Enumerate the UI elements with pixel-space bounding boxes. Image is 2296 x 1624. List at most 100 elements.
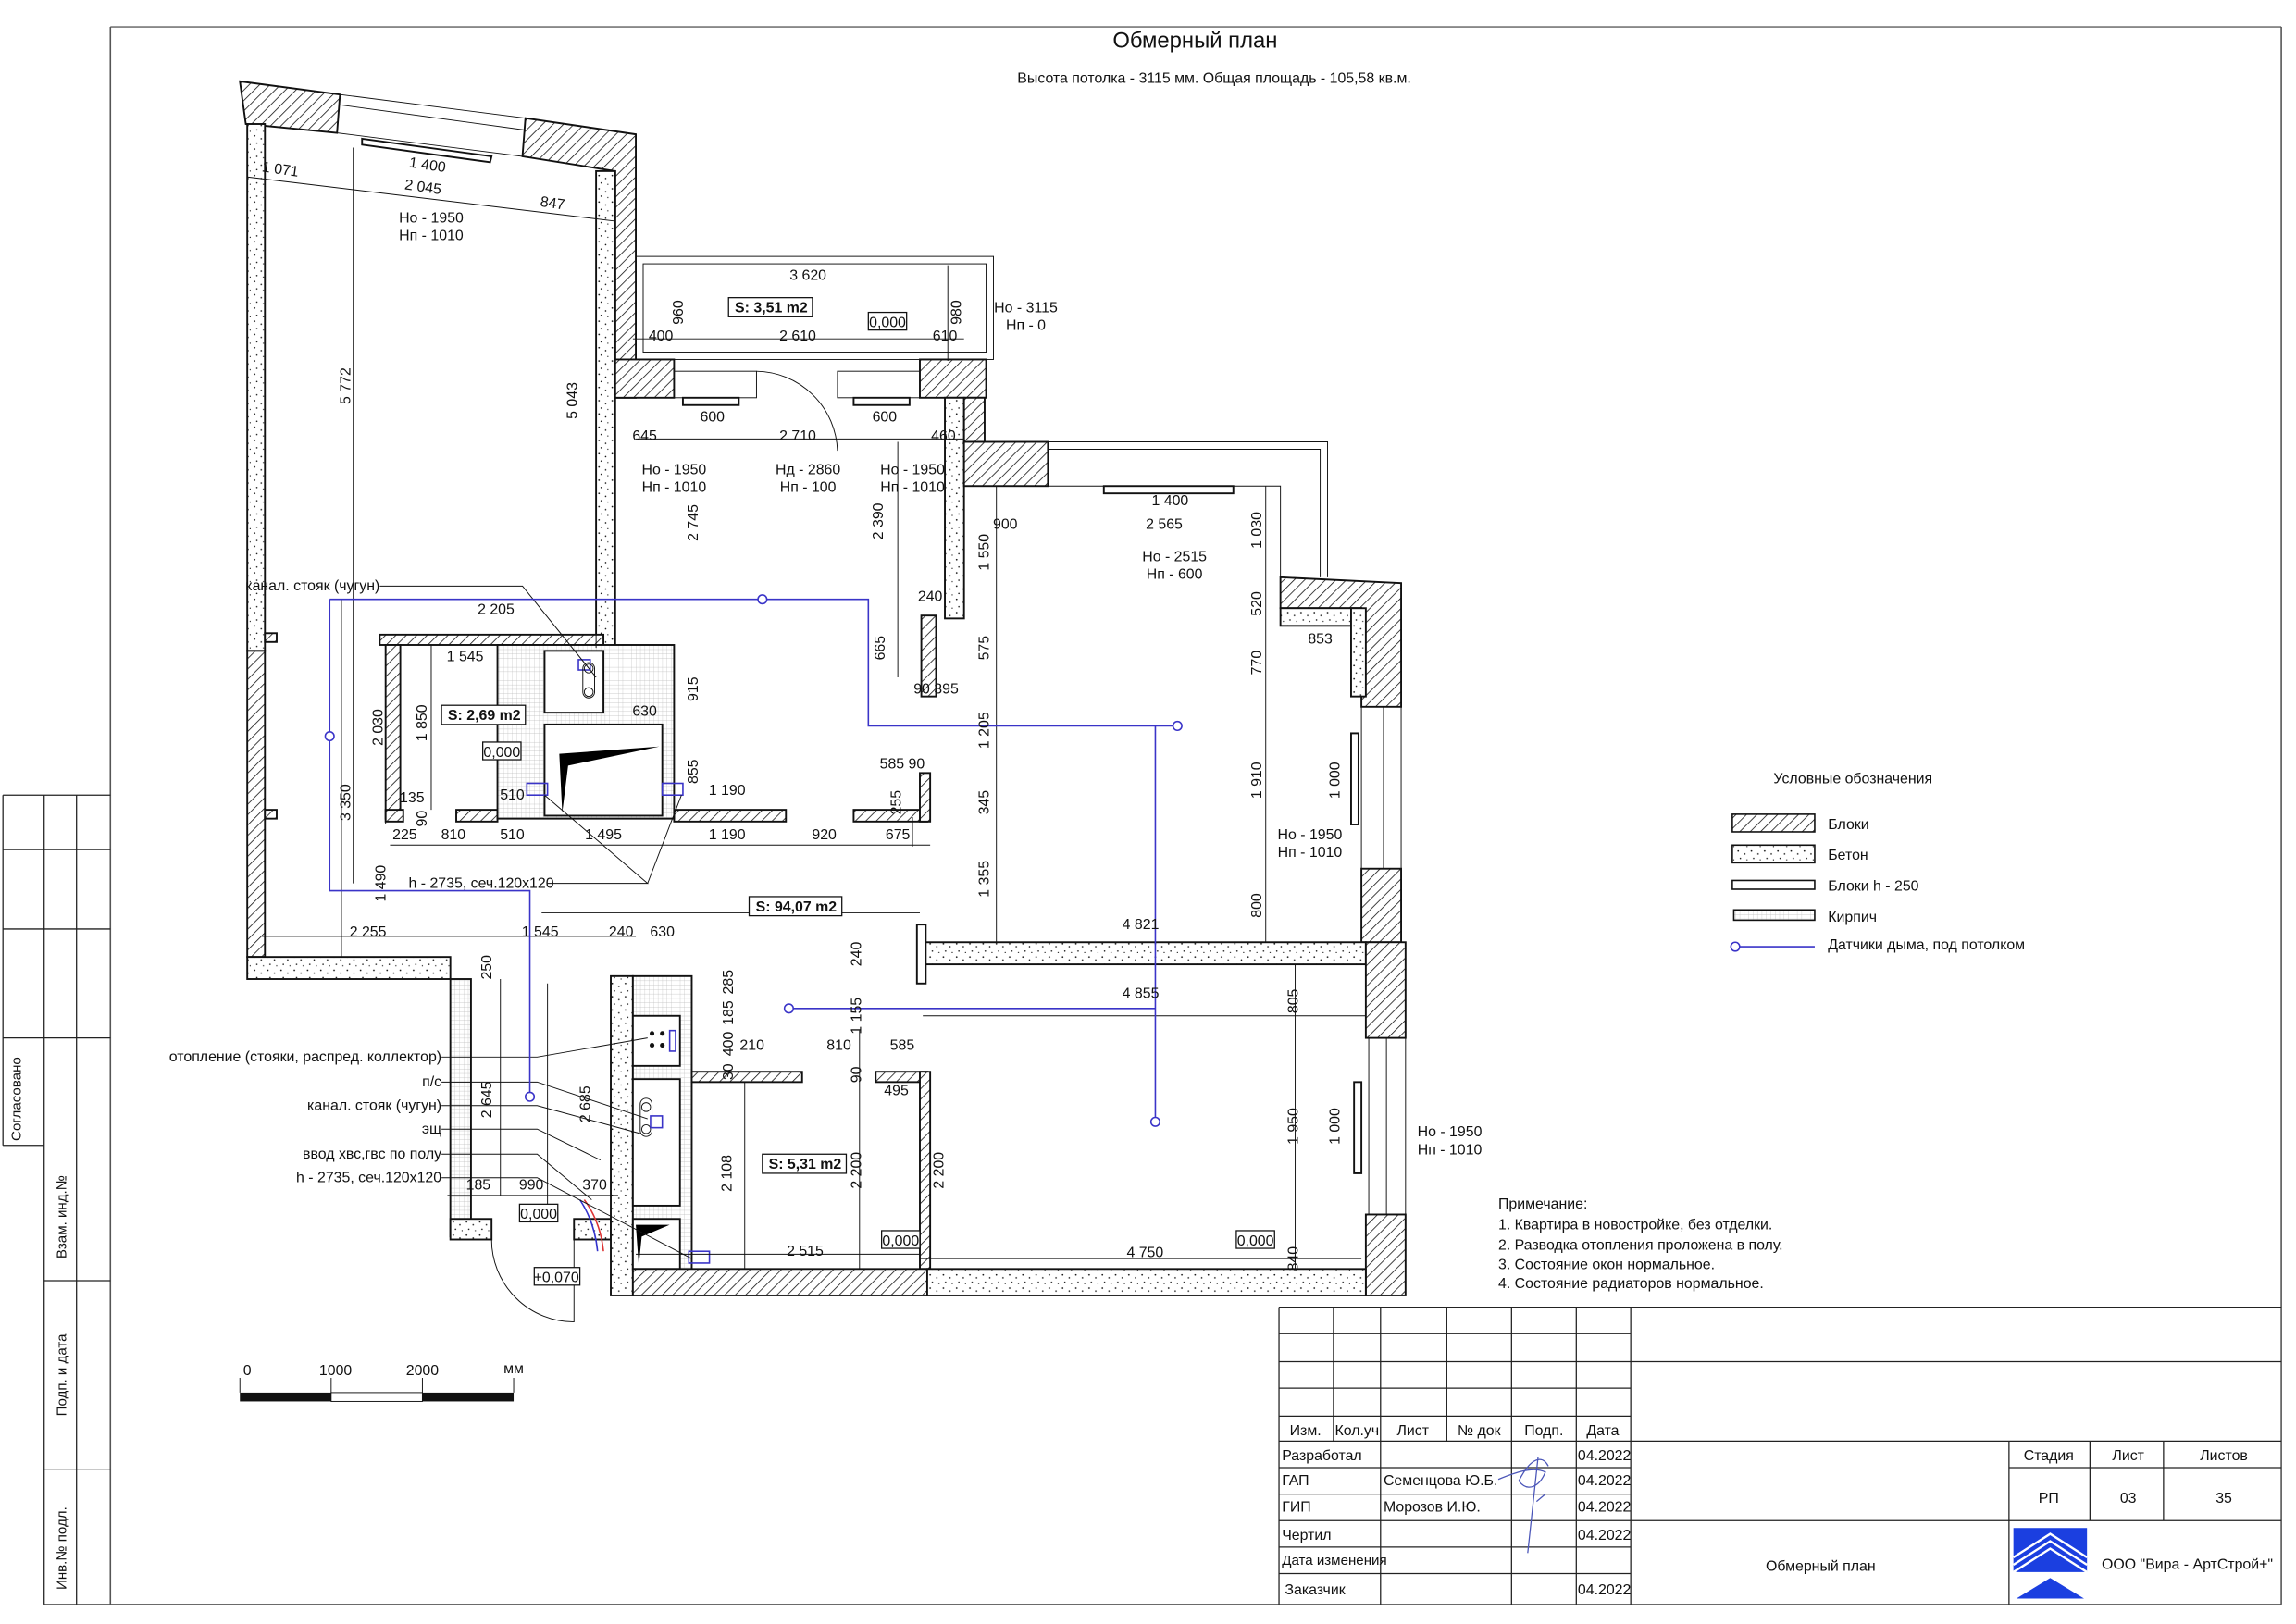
opening-height: Но - 1950	[880, 463, 945, 478]
tb-role: Разработал	[1282, 1448, 1362, 1464]
dimension-label: 2 255	[350, 924, 387, 940]
tb-sheets-label: Листов	[2200, 1448, 2248, 1464]
smoke-detector-icon	[1172, 720, 1183, 732]
dimension-label: 585 90	[880, 757, 925, 773]
tb-role: Дата изменения	[1282, 1553, 1386, 1568]
dimension-label: 1 400	[1151, 493, 1188, 509]
dimension-label: 915	[686, 676, 701, 701]
legend-swatch-blocks-250	[1731, 879, 1816, 890]
stamp-sign-date: Подп. и дата	[55, 1333, 70, 1417]
dimension-label: 1 190	[709, 827, 746, 843]
company-logo	[2013, 1528, 2088, 1599]
floor-level: 0,000	[520, 1207, 557, 1222]
signature	[1497, 1457, 1549, 1554]
dimension-label: 520	[1249, 591, 1265, 616]
area-badge: S: 94,07 m2	[756, 899, 838, 915]
dimension-label: 2 045	[403, 178, 442, 198]
dimension-label: 2 515	[787, 1244, 824, 1259]
smoke-detector-icon	[524, 1091, 536, 1102]
stamp-agreed: Согласовано	[8, 1057, 24, 1141]
dimension-label: 575	[977, 636, 993, 661]
note-item: 2. Разводка отопления проложена в полу.	[1498, 1238, 1783, 1254]
dimension-label: 240	[849, 942, 864, 967]
opening-height: Но - 1950	[1418, 1124, 1483, 1140]
dimension-label: 4 750	[1126, 1246, 1163, 1261]
dimension-label: 4 855	[1123, 986, 1160, 1002]
legend-swatch-blocks	[1731, 813, 1816, 833]
opening-height: Но - 3115	[994, 301, 1058, 316]
dimension-label: 3 350	[339, 784, 354, 821]
dimension-label: 770	[1249, 651, 1265, 676]
sill-height: Нп - 600	[1147, 566, 1203, 582]
dimension-label: 345	[977, 790, 993, 815]
callout-shaft: h - 2735, сеч.120х120	[296, 1170, 441, 1185]
wall-concrete	[246, 123, 267, 652]
page-subtitle: Высота потолка - 3115 мм. Общая площадь …	[1017, 70, 1411, 86]
dimension-label: 600	[873, 409, 898, 425]
smoke-detector-network	[324, 594, 1183, 1127]
dimension-label: 240	[918, 589, 943, 604]
smoke-detector-icon	[783, 1003, 795, 1014]
dimension-label: 185	[466, 1177, 491, 1193]
legend: Условные обозначения Блоки Бетон Блоки h…	[1730, 771, 2025, 953]
dimension-label: 990	[519, 1177, 544, 1193]
sill-height: Нп - 1010	[1278, 845, 1343, 861]
dimension-label: 2 685	[578, 1085, 594, 1122]
dimension-label: 1 495	[585, 827, 622, 843]
tb-sheet-label: Лист	[2112, 1448, 2144, 1464]
callout-electrical-panel: эщ	[422, 1122, 441, 1137]
floor-level: 0,000	[869, 315, 906, 330]
dimension-label: 980	[949, 300, 965, 325]
dimension-label: 2 390	[871, 502, 887, 539]
dimension-label: 1 155	[849, 998, 864, 1035]
dimension-label: 610	[933, 329, 958, 344]
dimension-label: 1 355	[977, 861, 993, 898]
dimension-label: 90	[849, 1066, 864, 1083]
dimension-label: 1 850	[415, 704, 430, 741]
callout-water-inlet: ввод хвс,гвс по полу	[303, 1147, 441, 1162]
dimension-label: 665	[873, 636, 888, 661]
dimension-label: 2 745	[686, 504, 701, 541]
tb-date: 04.2022	[1578, 1500, 1632, 1516]
tb-header: Дата	[1586, 1423, 1619, 1439]
dimension-label: 2 645	[479, 1081, 495, 1118]
dimension-label: 960	[671, 300, 687, 325]
legend-label: Бетон	[1828, 848, 1868, 863]
dimension-label: 1 190	[709, 783, 746, 799]
floor-levels: 0,000 0,000 0,000 0,000 0,000 +0,070	[482, 311, 1275, 1286]
dimension-label: 853	[1308, 631, 1333, 647]
notes: Примечание: 1. Квартира в новостройке, б…	[1498, 1196, 1783, 1292]
dimension-label: 800	[1249, 893, 1265, 918]
smoke-detector-icon	[324, 731, 335, 742]
tb-sheet: 03	[2120, 1491, 2137, 1506]
tb-header: № док	[1458, 1423, 1502, 1439]
dimension-label: 855	[686, 759, 701, 784]
floor-level: 0,000	[1237, 1233, 1274, 1249]
dimension-label: 400	[649, 329, 674, 344]
callout-ps: п/с	[422, 1074, 441, 1090]
dimension-label: 460	[931, 428, 956, 444]
tb-sheets: 35	[2215, 1491, 2232, 1506]
dimension-label: 370	[582, 1177, 607, 1193]
legend-swatch-concrete	[1731, 844, 1816, 864]
floor-level: 0,000	[882, 1233, 919, 1249]
dimension-label: 400	[721, 1032, 737, 1057]
dimension-label: 810	[826, 1037, 851, 1053]
page-title: Обмерный план	[1112, 28, 1277, 53]
dimension-label: 225	[392, 827, 417, 843]
dimension-label: 1 550	[977, 534, 993, 571]
sill-height: Нп - 1010	[642, 480, 707, 496]
dimension-label: 1 545	[522, 924, 559, 940]
dimension-label: 285	[721, 970, 737, 995]
tb-date: 04.2022	[1578, 1448, 1632, 1464]
dimension-label: 495	[884, 1084, 909, 1099]
legend-label: Блоки h - 250	[1828, 879, 1918, 895]
dimension-label: 645	[632, 428, 657, 444]
dimension-label: 90	[415, 811, 430, 827]
dimension-label: 900	[993, 516, 1018, 532]
dimension-label: 675	[886, 827, 911, 843]
wall-concrete	[919, 941, 1367, 966]
wall-concrete	[944, 396, 965, 620]
sill-height: Нп - 1010	[399, 229, 464, 244]
smoke-detector-icon	[1149, 1116, 1161, 1127]
